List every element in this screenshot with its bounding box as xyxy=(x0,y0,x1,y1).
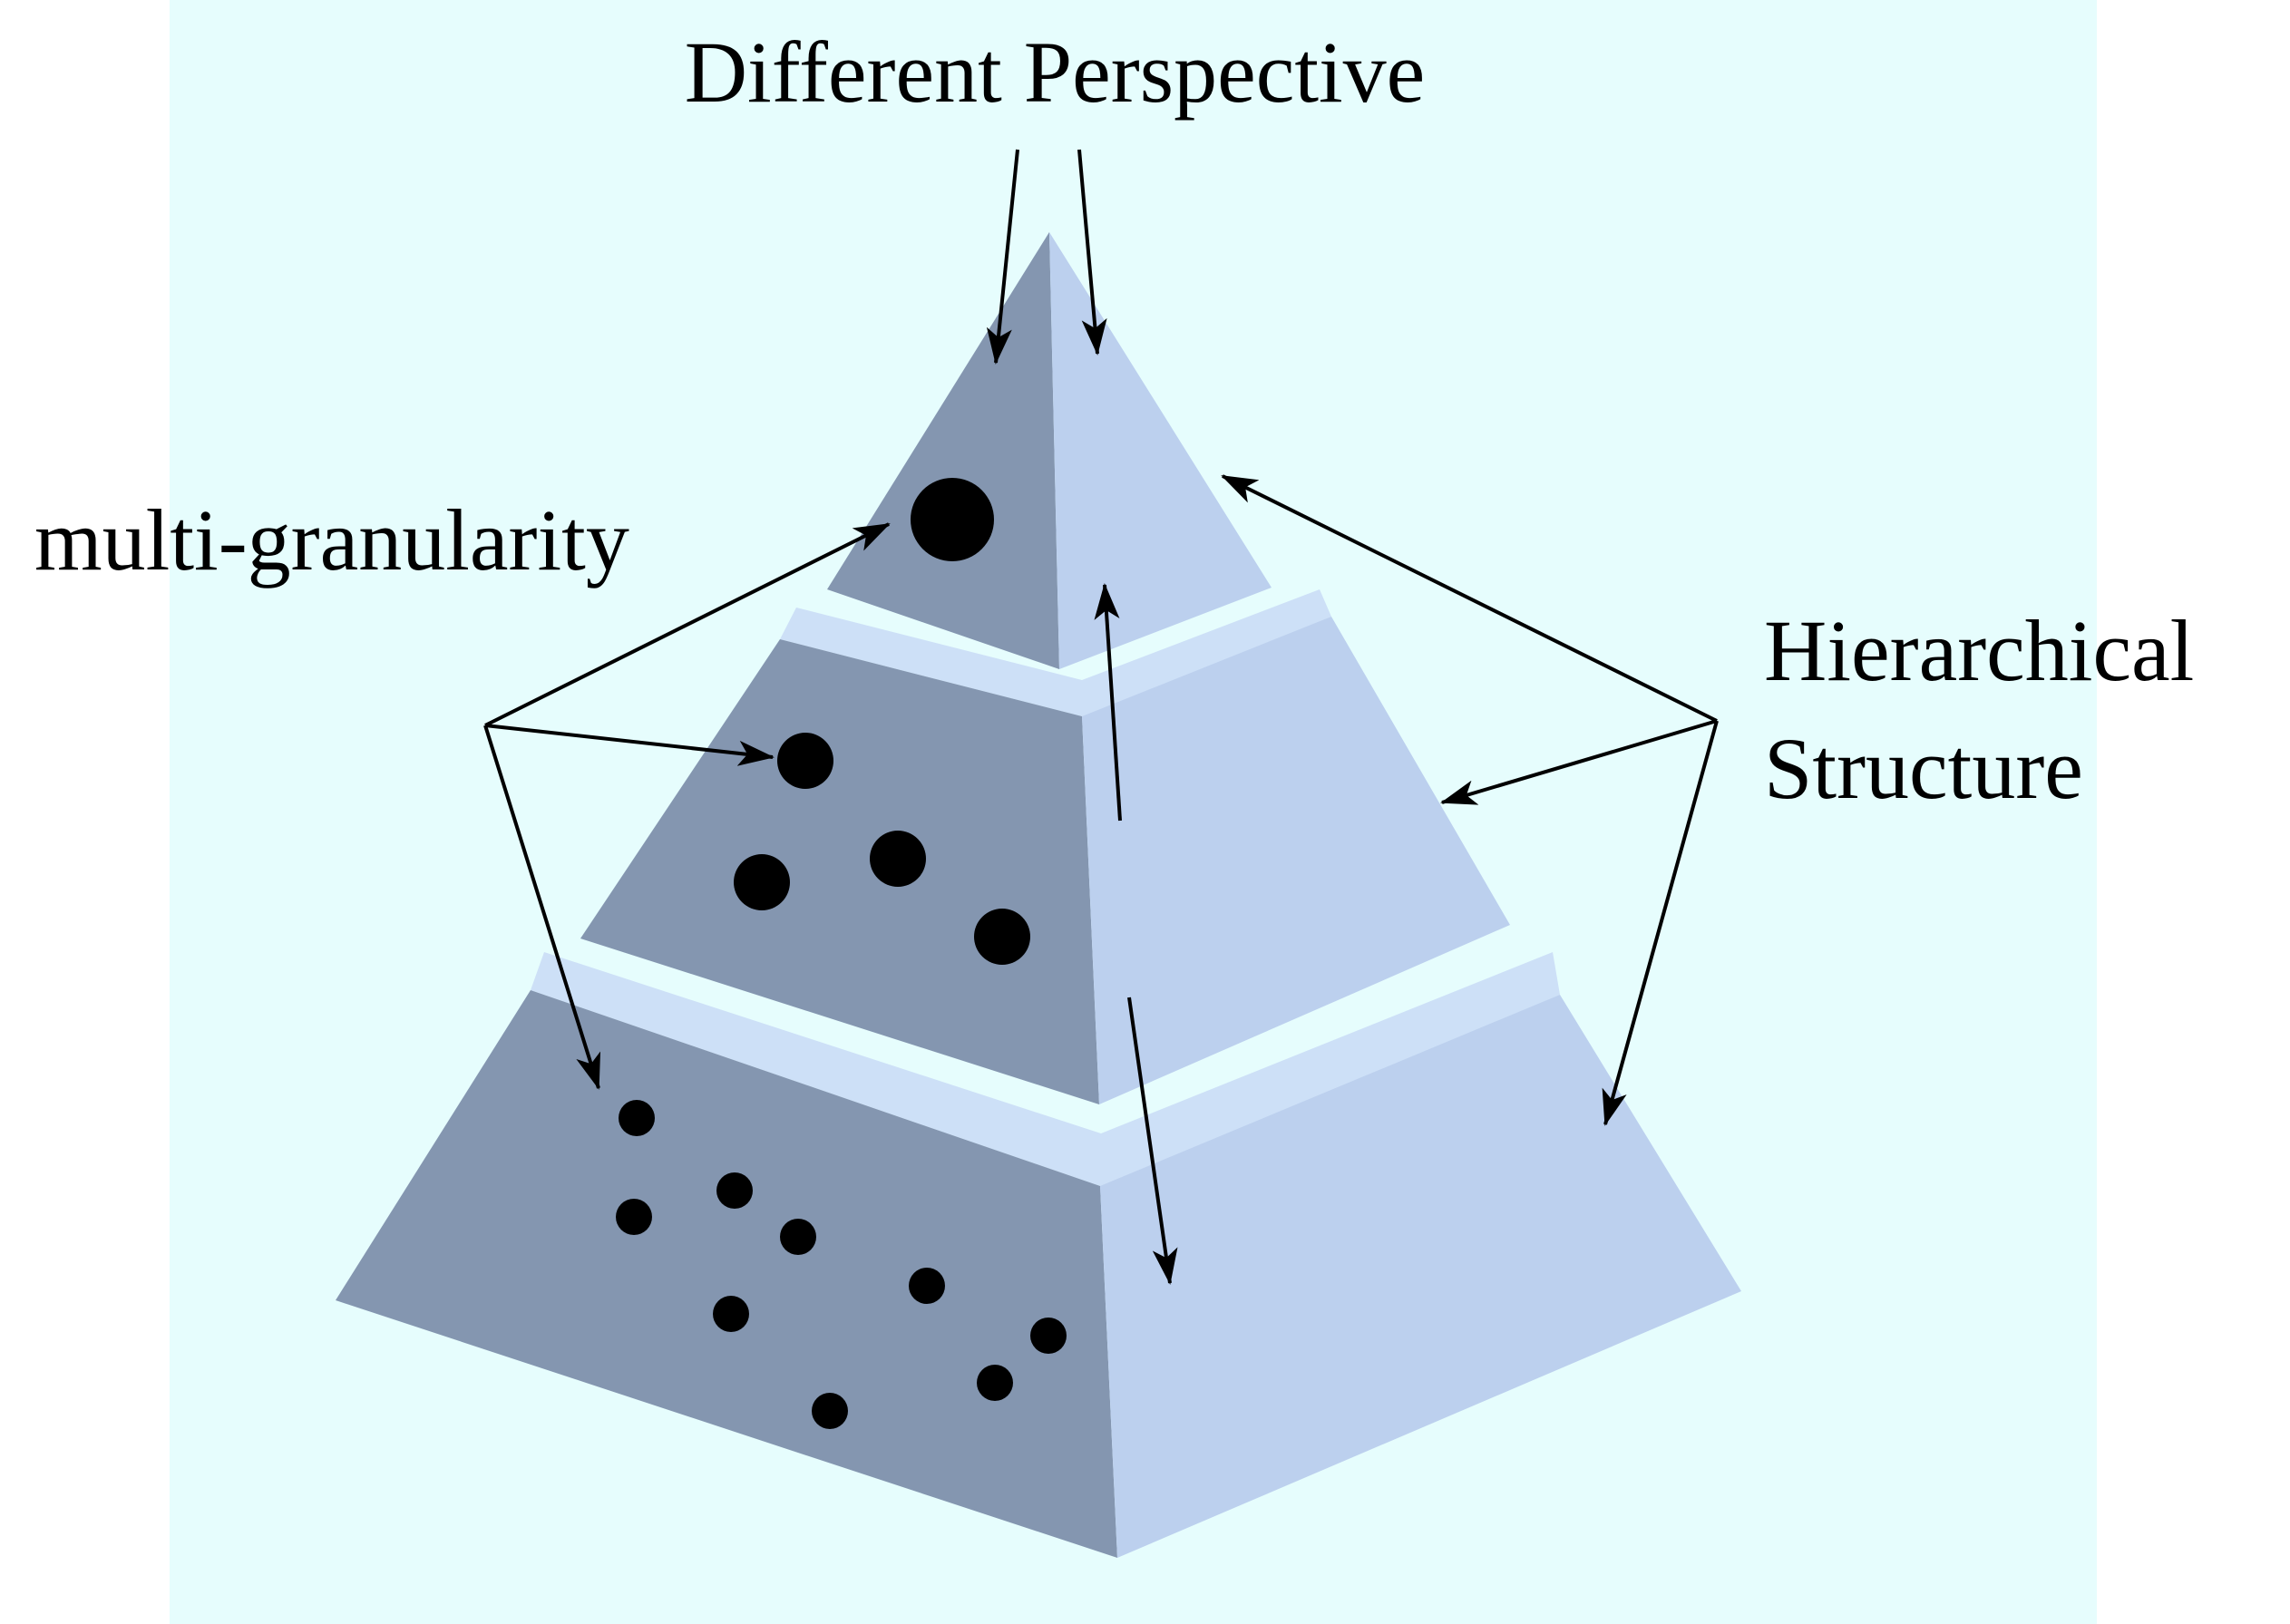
dot xyxy=(716,1172,753,1209)
granule-dots xyxy=(616,478,1067,1429)
label-structure: Structure xyxy=(1764,720,2083,817)
label-different-perspective: Different Perspective xyxy=(685,24,1426,121)
arrow-edge-up xyxy=(1094,583,1122,822)
dot xyxy=(734,854,790,910)
middle-tier-ledge xyxy=(780,589,1331,727)
dot xyxy=(780,1219,816,1255)
dot xyxy=(616,1199,652,1235)
dot xyxy=(777,733,833,789)
arrow-granularity-middle xyxy=(484,724,775,766)
dot xyxy=(1030,1318,1067,1354)
dot xyxy=(977,1365,1013,1401)
bottom-tier-left-face xyxy=(336,990,1117,1558)
dot xyxy=(909,1268,945,1304)
pyramid-tier-bottom xyxy=(336,952,1741,1558)
label-multi-granularity: multi-granularity xyxy=(34,491,629,588)
arrow-granularity-top xyxy=(484,522,891,727)
arrow-hierarchy-middle xyxy=(1440,719,1718,805)
dot xyxy=(713,1296,749,1332)
arrow-perspective-left xyxy=(986,149,1019,365)
arrow-perspective-right xyxy=(1077,149,1107,355)
arrow-hierarchy-bottom xyxy=(1602,720,1719,1126)
pyramid-tier-middle xyxy=(580,589,1510,1104)
middle-tier-left-face xyxy=(580,639,1099,1104)
bottom-tier-right-face xyxy=(1100,995,1741,1558)
arrow-granularity-bottom xyxy=(483,724,601,1090)
dot xyxy=(870,831,926,887)
dot xyxy=(619,1100,655,1136)
arrows xyxy=(483,149,1719,1285)
dot xyxy=(812,1393,848,1429)
label-hierarchical: Hierarchical xyxy=(1764,602,2194,699)
middle-tier-right-face xyxy=(1082,617,1510,1104)
arrow-edge-down xyxy=(1127,997,1178,1285)
arrow-hierarchy-top xyxy=(1221,474,1718,723)
dot xyxy=(974,909,1030,965)
dot xyxy=(911,478,994,561)
bottom-tier-ledge xyxy=(531,952,1560,1195)
